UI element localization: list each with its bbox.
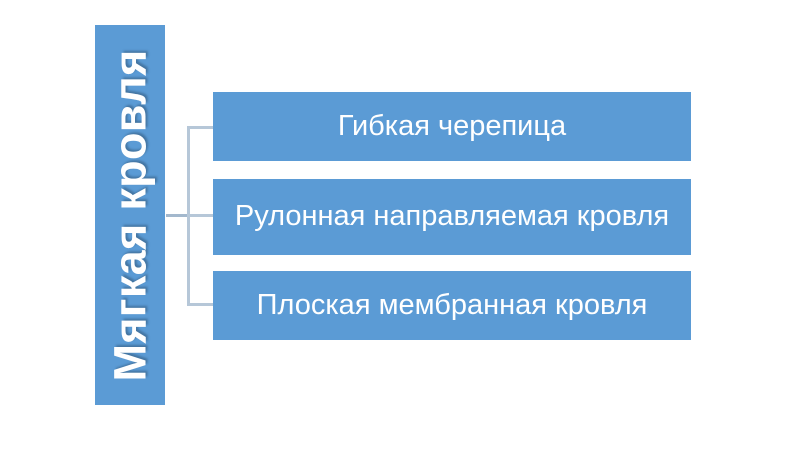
child-node-2-label: Рулонная направляемая кровля — [234, 200, 670, 233]
child-node-2[interactable]: Рулонная направляемая кровля — [213, 179, 691, 255]
child-node-3-label: Плоская мембранная кровля — [256, 288, 648, 321]
child-node-1-label: Гибкая черепица — [337, 109, 567, 142]
root-node-label: Мягкая кровля — [104, 48, 156, 382]
connector-branch-to-child-3 — [188, 303, 213, 306]
connector-branch-to-child-1 — [188, 126, 213, 129]
child-node-3[interactable]: Плоская мембранная кровля — [213, 271, 691, 340]
connector-branch-to-child-2 — [188, 214, 213, 217]
root-node-myagkaya-krovlya[interactable]: Мягкая кровля — [95, 25, 165, 405]
child-node-1[interactable]: Гибкая черепица — [213, 92, 691, 161]
